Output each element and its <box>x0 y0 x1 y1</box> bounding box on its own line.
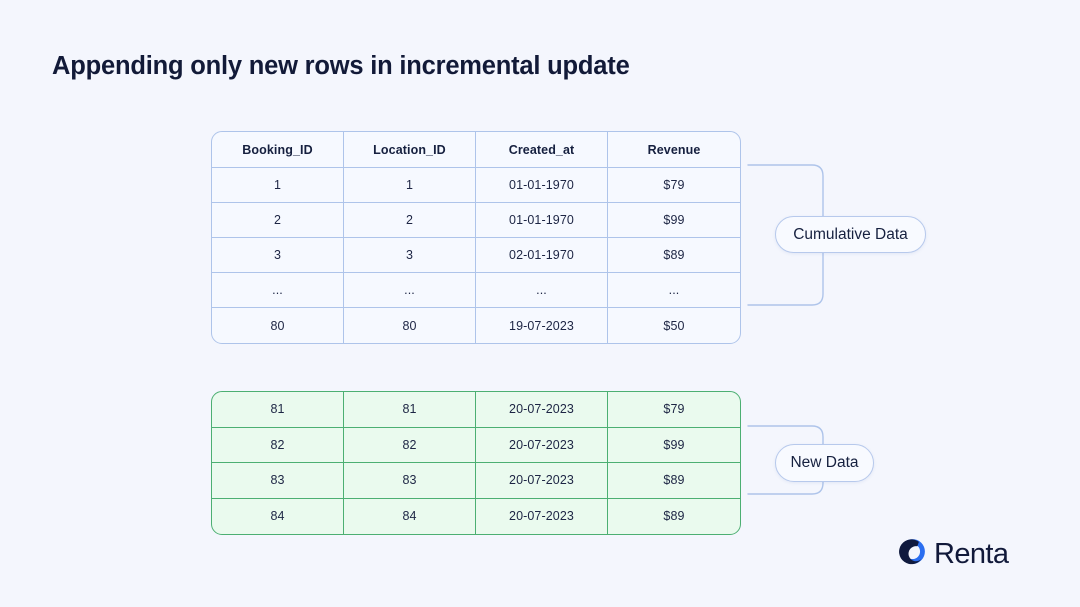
new-data-label: New Data <box>775 444 874 482</box>
table-row: 80 80 19-07-2023 $50 <box>212 308 740 343</box>
cell-booking-id: 2 <box>212 203 344 238</box>
cell-revenue: $79 <box>608 392 740 428</box>
cell-created-at: 02-01-1970 <box>476 238 608 273</box>
table-row: 81 81 20-07-2023 $79 <box>212 392 740 428</box>
cell-location-id: 81 <box>344 392 476 428</box>
cell-created-at: 20-07-2023 <box>476 463 608 499</box>
cell-location-id: 83 <box>344 463 476 499</box>
table-row: 84 84 20-07-2023 $89 <box>212 498 740 534</box>
cell-created-at: 01-01-1970 <box>476 168 608 203</box>
column-header-location-id: Location_ID <box>344 132 476 168</box>
cell-revenue: $99 <box>608 203 740 238</box>
cell-booking-id: 82 <box>212 427 344 463</box>
cell-location-id: 80 <box>344 308 476 343</box>
cell-location-id: ... <box>344 273 476 308</box>
table-row: 83 83 20-07-2023 $89 <box>212 463 740 499</box>
cell-created-at: 19-07-2023 <box>476 308 608 343</box>
cell-booking-id: 3 <box>212 238 344 273</box>
cell-revenue: $50 <box>663 318 685 333</box>
table-row: 2 2 01-01-1970 $99 <box>212 203 740 238</box>
cell-created-at: 01-01-1970 <box>476 203 608 238</box>
cell-created-at: 20-07-2023 <box>476 427 608 463</box>
cell-booking-id: 83 <box>212 463 344 499</box>
cell-booking-id: 81 <box>212 392 344 428</box>
cell-booking-id: 84 <box>212 498 344 534</box>
cell-location-id: 82 <box>344 427 476 463</box>
column-header-revenue: Revenue <box>608 132 740 168</box>
cell-booking-id: ... <box>212 273 344 308</box>
table-header-row: Booking_ID Location_ID Created_at Revenu… <box>212 132 740 168</box>
cell-location-id: 1 <box>344 168 476 203</box>
table-row-ellipsis: ... ... ... ... <box>212 273 740 308</box>
cumulative-data-label: Cumulative Data <box>775 216 926 253</box>
cell-revenue: $99 <box>608 428 740 463</box>
table-row: 82 82 20-07-2023 $99 <box>212 427 740 463</box>
cell-location-id: 84 <box>344 498 476 534</box>
column-header-created-at: Created_at <box>476 132 608 168</box>
cell-revenue: $89 <box>608 238 740 273</box>
renta-logo-text: Renta <box>934 537 1009 570</box>
cumulative-data-table: Booking_ID Location_ID Created_at Revenu… <box>211 131 741 344</box>
cell-revenue: $89 <box>608 463 740 499</box>
cell-location-id: 2 <box>344 203 476 238</box>
cell-revenue: $89 <box>663 509 685 524</box>
cell-revenue: $79 <box>608 168 740 203</box>
cell-created-at: 20-07-2023 <box>476 498 608 534</box>
table-row: 3 3 02-01-1970 $89 <box>212 238 740 273</box>
cell-location-id: 3 <box>344 238 476 273</box>
cell-created-at: 20-07-2023 <box>476 392 608 428</box>
cell-revenue: ... <box>608 273 740 308</box>
cell-booking-id: 80 <box>212 308 344 343</box>
renta-logo: Renta <box>897 536 1009 572</box>
column-header-booking-id: Booking_ID <box>212 132 344 168</box>
renta-logo-mark <box>897 536 928 572</box>
table-row: 1 1 01-01-1970 $79 <box>212 168 740 203</box>
new-data-table: 81 81 20-07-2023 $79 82 82 20-07-2023 $9… <box>211 391 741 535</box>
cell-created-at: ... <box>476 273 608 308</box>
cell-booking-id: 1 <box>212 168 344 203</box>
page-title: Appending only new rows in incremental u… <box>52 52 630 80</box>
